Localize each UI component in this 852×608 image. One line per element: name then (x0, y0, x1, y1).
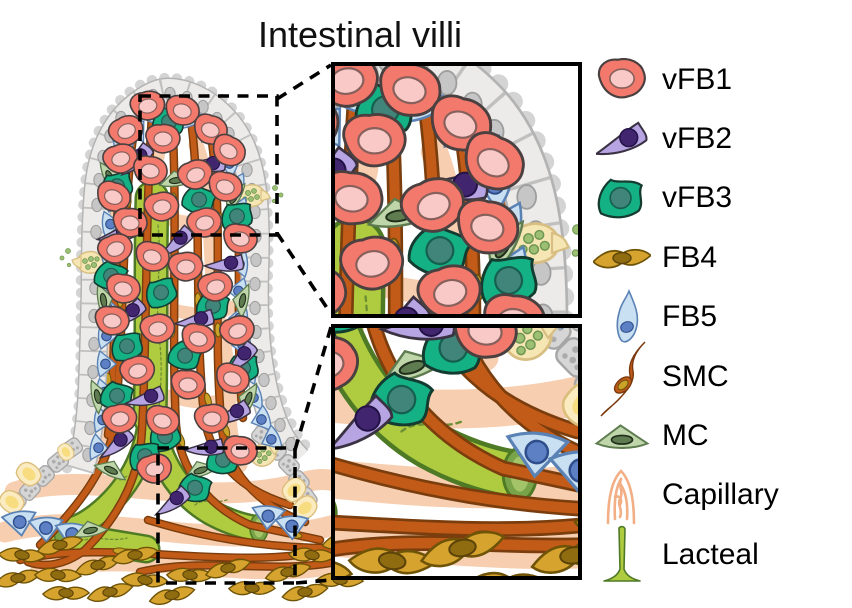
legend-row-vfb2: vFB2 (590, 109, 852, 168)
inset-top-border (331, 62, 582, 318)
zoom-region-top (138, 94, 279, 237)
lacteal-icon (590, 525, 654, 585)
legend-label-fb4: FB4 (662, 240, 718, 274)
callout-line-bottom-lower (295, 578, 332, 585)
legend-label-fb5: FB5 (662, 300, 718, 334)
legend-label-lacteal: Lacteal (662, 537, 759, 571)
inset-bottom (331, 324, 582, 580)
vfb2-cell-icon (590, 117, 654, 161)
callout-line-top-upper (276, 63, 332, 101)
legend-label-smc: SMC (662, 359, 729, 393)
zoom-callouts (138, 63, 333, 585)
legend-label-vfb2: vFB2 (662, 122, 733, 156)
inset-top (331, 62, 582, 318)
legend-row-vfb3: vFB3 (590, 169, 852, 228)
fb4-cell-icon (590, 240, 654, 276)
legend: vFB1 vFB2 vFB3 FB4 FB5 (590, 50, 852, 585)
legend-label-mc: MC (662, 419, 709, 453)
legend-label-vfb3: vFB3 (662, 181, 733, 215)
legend-row-lacteal: Lacteal (590, 525, 852, 584)
legend-label-capillary: Capillary (662, 478, 779, 512)
legend-row-mc: MC (590, 406, 852, 465)
legend-label-vfb1: vFB1 (662, 62, 733, 96)
zoom-region-bottom (156, 446, 297, 585)
smc-cell-icon (590, 336, 654, 418)
mc-cell-icon (590, 421, 654, 451)
villus-main-view (0, 78, 369, 606)
callout-line-bottom-upper (293, 326, 333, 451)
legend-row-capillary: Capillary (590, 466, 852, 525)
figure-title: Intestinal villi (257, 14, 463, 55)
legend-row-fb5: FB5 (590, 288, 852, 347)
legend-row-vfb1: vFB1 (590, 50, 852, 109)
callout-line-top-lower (275, 232, 333, 315)
vfb3-cell-icon (590, 176, 654, 220)
capillary-icon (590, 460, 654, 530)
vfb1-cell-icon (590, 57, 654, 102)
inset-bottom-border (331, 324, 582, 580)
legend-row-fb4: FB4 (590, 228, 852, 287)
legend-row-smc: SMC (590, 340, 852, 417)
